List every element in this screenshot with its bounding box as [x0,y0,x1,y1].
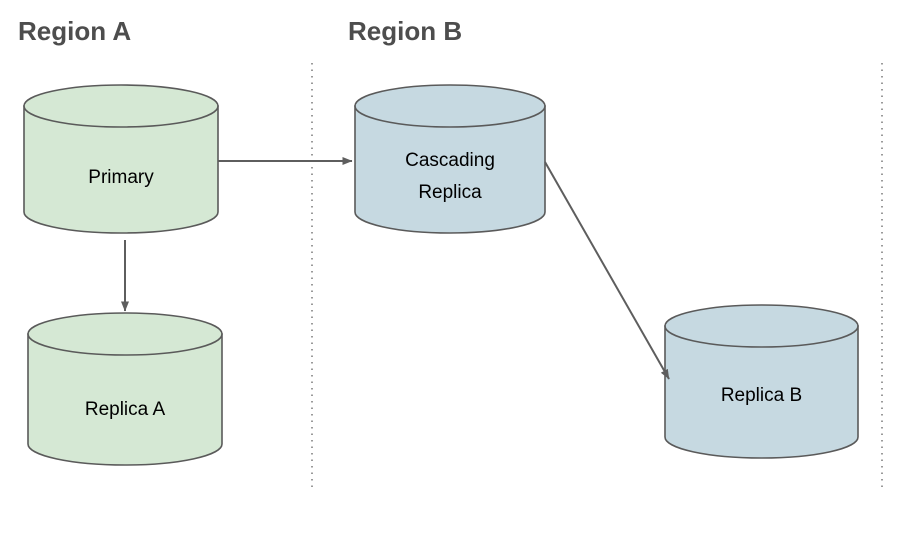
primary-cylinder-body [23,105,219,234]
region-a-title: Region A [18,16,131,46]
edge-cascading-replica-to-replica-b [544,161,670,380]
cascading-replica-label-line1: Cascading [405,150,495,171]
replica-b-cylinder-body [664,325,859,459]
replica-a-cylinder-top [27,312,223,356]
region-b-title: Region B [348,16,462,46]
node-replica-b[interactable]: Replica B [664,304,859,459]
node-primary[interactable]: Primary [23,84,219,234]
cascading-replica-label-line2: Replica [418,182,482,203]
primary-label: Primary [88,167,154,188]
replica-a-cylinder-body [27,333,223,466]
cascading-replica-cylinder-body [354,105,546,234]
replica-a-label: Replica A [85,399,166,420]
node-replica-a[interactable]: Replica A [27,312,223,466]
cascading-replica-cylinder-top [354,84,546,128]
node-cascading-replica[interactable]: Cascading Replica [354,84,546,234]
replica-b-cylinder-top [664,304,859,348]
primary-cylinder-top [23,84,219,128]
replica-b-label: Replica B [721,385,802,406]
